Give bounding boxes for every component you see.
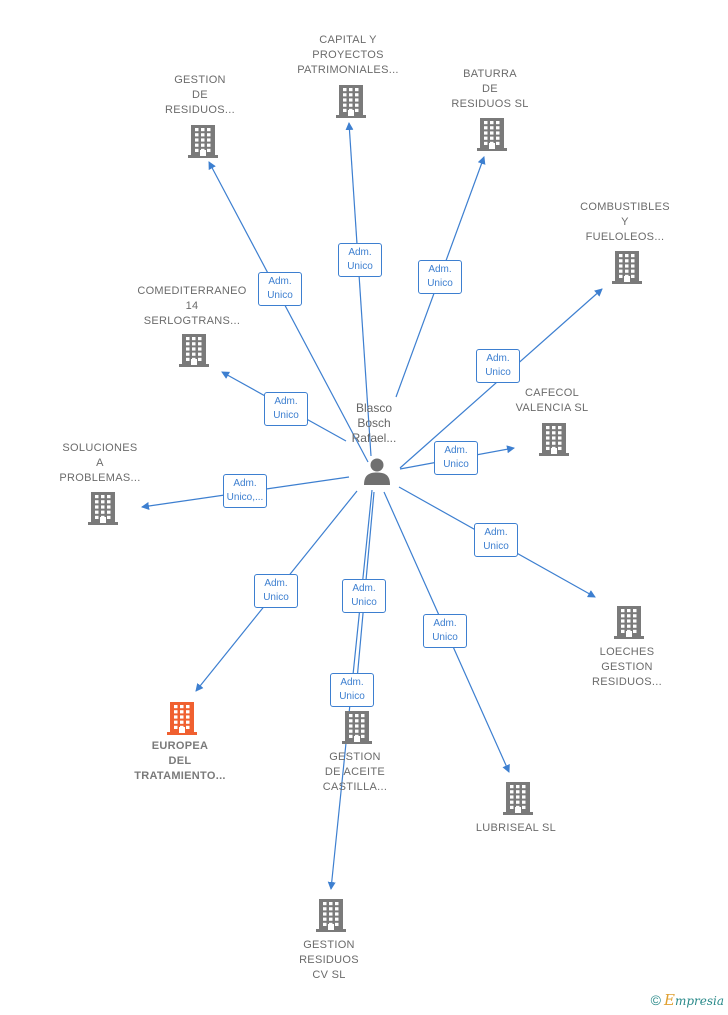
- building-icon[interactable]: [612, 250, 642, 289]
- role-label[interactable]: Adm. Unico: [338, 243, 382, 277]
- company-name-label[interactable]: GESTION RESIDUOS CV SL: [299, 939, 359, 981]
- edge-line: [345, 122, 372, 457]
- person-icon[interactable]: [362, 456, 392, 486]
- company-name-label[interactable]: SOLUCIONES A PROBLEMAS...: [59, 442, 141, 484]
- copyright-symbol: ©: [650, 992, 661, 1008]
- role-label[interactable]: Adm. Unico: [474, 523, 518, 557]
- empresia-logo[interactable]: ©Empresia: [651, 991, 724, 1009]
- building-icon[interactable]: [336, 84, 366, 123]
- company-name-label[interactable]: CAFECOL VALENCIA SL: [515, 387, 589, 414]
- role-label[interactable]: Adm. Unico: [423, 614, 467, 648]
- building-icon[interactable]: [477, 117, 507, 156]
- building-icon[interactable]: [539, 422, 569, 461]
- role-label[interactable]: Adm. Unico: [264, 392, 308, 426]
- company-name-label[interactable]: GESTION DE RESIDUOS...: [165, 74, 235, 116]
- brand-initial: E: [663, 991, 675, 1009]
- role-label[interactable]: Adm. Unico: [258, 272, 302, 306]
- building-icon[interactable]: [342, 710, 372, 749]
- role-label[interactable]: Adm. Unico: [330, 673, 374, 707]
- building-icon[interactable]: [167, 701, 197, 740]
- company-name-label[interactable]: LUBRISEAL SL: [475, 822, 557, 834]
- company-name-label[interactable]: LOECHES GESTION RESIDUOS...: [592, 646, 662, 688]
- building-icon[interactable]: [188, 124, 218, 163]
- role-label[interactable]: Adm. Unico: [434, 441, 478, 475]
- building-icon[interactable]: [316, 898, 346, 937]
- edge-line: [208, 161, 369, 463]
- company-name-label[interactable]: BATURRA DE RESIDUOS SL: [451, 68, 529, 110]
- role-label[interactable]: Adm. Unico,...: [223, 474, 267, 508]
- building-icon[interactable]: [614, 605, 644, 644]
- building-icon[interactable]: [503, 781, 533, 820]
- company-name-label[interactable]: GESTION DE ACEITE CASTILLA...: [322, 751, 388, 793]
- company-name-label[interactable]: EUROPEA DEL TRATAMIENTO...: [134, 740, 226, 782]
- company-name-label[interactable]: COMEDITERRANEO 14 SERLOGTRANS...: [137, 285, 247, 327]
- company-name-label[interactable]: CAPITAL Y PROYECTOS PATRIMONIALES...: [297, 34, 399, 76]
- role-label[interactable]: Adm. Unico: [254, 574, 298, 608]
- role-label[interactable]: Adm. Unico: [342, 579, 386, 613]
- brand-name: mpresia: [674, 994, 724, 1008]
- center-person-name[interactable]: Blasco Bosch Rafael...: [351, 401, 397, 445]
- role-label[interactable]: Adm. Unico: [418, 260, 462, 294]
- company-name-label[interactable]: COMBUSTIBLES Y FUELOLEOS...: [580, 201, 670, 243]
- building-icon[interactable]: [88, 491, 118, 530]
- building-icon[interactable]: [179, 333, 209, 372]
- role-label[interactable]: Adm. Unico: [476, 349, 520, 383]
